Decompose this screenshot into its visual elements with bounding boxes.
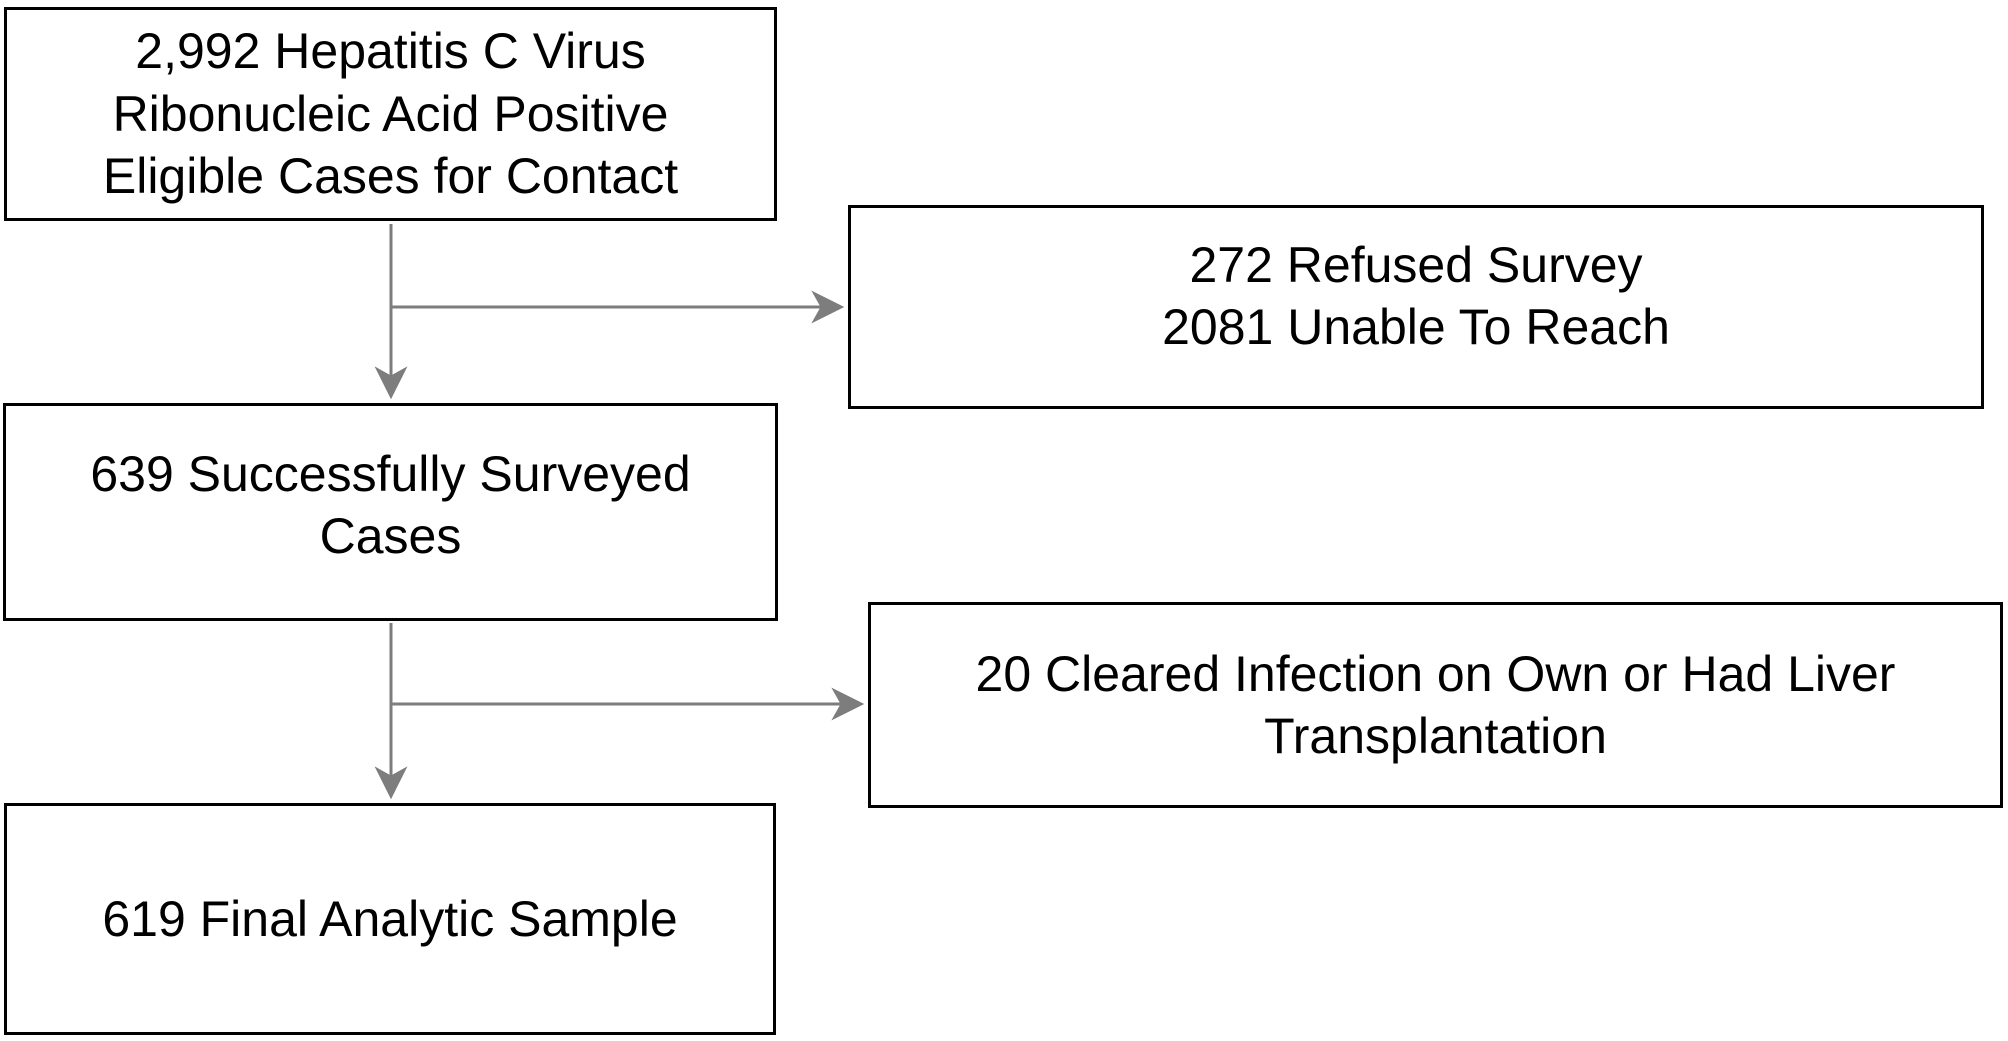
box-refused-line-1: 272 Refused Survey xyxy=(1189,236,1643,293)
box-eligible-line-2: Ribonucleic Acid Positive xyxy=(112,85,669,142)
box-surveyed-line-1: 639 Successfully Surveyed xyxy=(90,445,691,502)
box-cleared-line-2: Transplantation xyxy=(1264,708,1607,764)
box-refused-unreachable: 272 Refused Survey 2081 Unable To Reach xyxy=(848,205,1984,409)
box-cleared-line-1: 20 Cleared Infection on Own or Had Liver xyxy=(975,645,1896,702)
box-cleared-transplant: 20 Cleared Infection on Own or Had Liver… xyxy=(868,602,2003,808)
box-surveyed-cases: 639 Successfully Surveyed Cases xyxy=(3,403,778,621)
box-final-sample: 619 Final Analytic Sample xyxy=(4,803,776,1035)
box-surveyed-line-2: Cases xyxy=(319,508,462,564)
box-final-line-1: 619 Final Analytic Sample xyxy=(102,890,678,947)
box-refused-line-2: 2081 Unable To Reach xyxy=(1162,299,1670,355)
box-eligible-line-3: Eligible Cases for Contact xyxy=(102,148,679,205)
box-eligible-line-1: 2,992 Hepatitis C Virus xyxy=(135,23,646,80)
box-eligible-cases: 2,992 Hepatitis C Virus Ribonucleic Acid… xyxy=(4,7,777,221)
